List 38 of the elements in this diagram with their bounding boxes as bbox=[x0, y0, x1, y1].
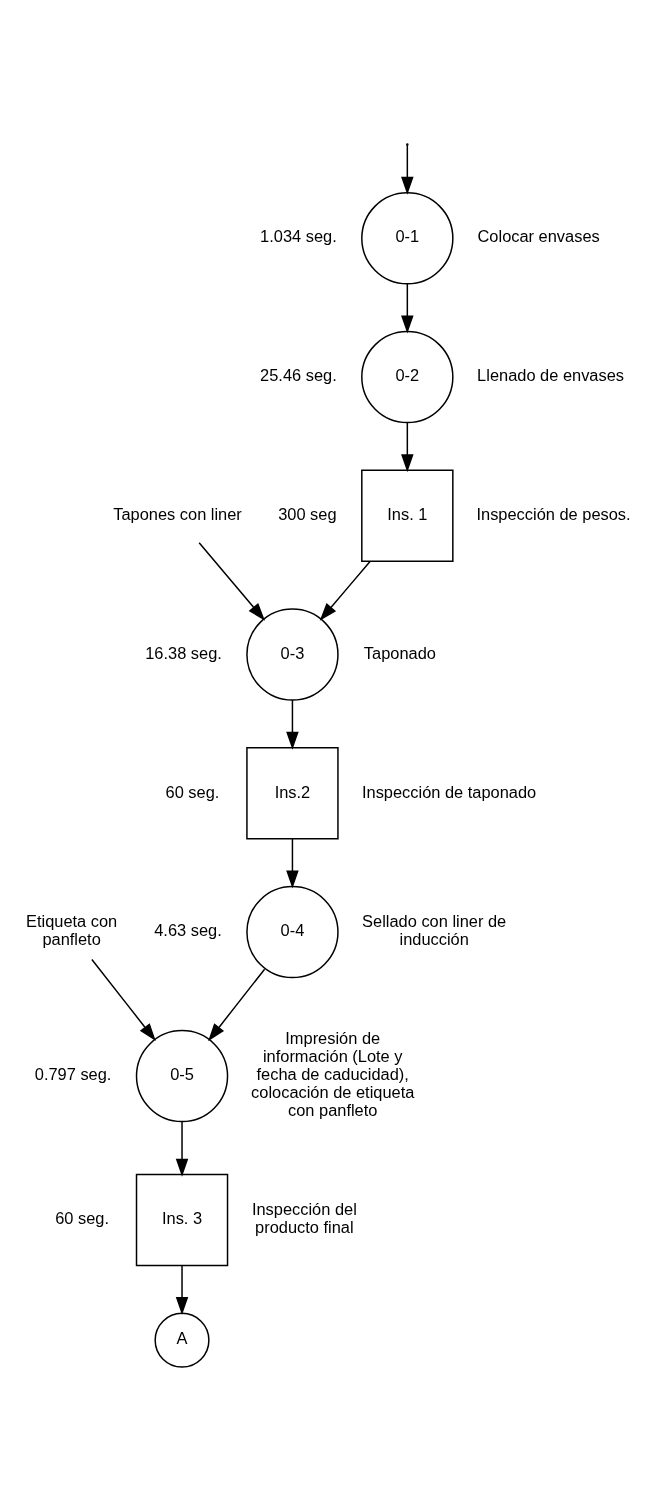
node-box: Ins. 1 bbox=[361, 469, 454, 562]
node-box: Ins.2 bbox=[246, 746, 339, 840]
arrow bbox=[91, 958, 156, 1041]
node-label: 0.797 seg. bbox=[34, 1064, 112, 1083]
node-text: Etiqueta con panfleto bbox=[26, 911, 118, 948]
node-circle: 0-2 bbox=[361, 330, 454, 423]
node-label: 60 seg. bbox=[165, 782, 220, 801]
node-label: Llenado de envases bbox=[477, 365, 624, 384]
arrow bbox=[208, 967, 266, 1041]
arrow bbox=[319, 560, 371, 621]
node-circle: 0-1 bbox=[361, 191, 454, 285]
node-label: 25.46 seg. bbox=[260, 365, 337, 384]
node-label: 60 seg. bbox=[55, 1208, 109, 1227]
arrow bbox=[198, 541, 265, 621]
node-box: Ins. 3 bbox=[135, 1173, 229, 1266]
node-label: Inspección del producto final bbox=[251, 1199, 357, 1236]
node-label: Inspección de taponado bbox=[361, 782, 537, 801]
node-text: Tapones con liner bbox=[113, 504, 242, 523]
node-circle: A bbox=[154, 1312, 210, 1368]
node-label: Taponado bbox=[363, 643, 436, 662]
arrow bbox=[286, 837, 299, 889]
node-label: Impresión de información (Lote y fecha de caducidad), colocación de etiqueta con panfleto bbox=[251, 1028, 415, 1119]
node-label: 4.63 seg. bbox=[154, 920, 222, 939]
node-label: 16.38 seg. bbox=[145, 643, 222, 662]
node-label: 1.034 seg. bbox=[260, 226, 337, 245]
node-label: Inspección de pesos. bbox=[476, 504, 631, 523]
node-label: 300 seg bbox=[278, 504, 337, 523]
arrow bbox=[175, 1264, 189, 1315]
arrow bbox=[401, 282, 414, 333]
node-circle: 0-5 bbox=[135, 1029, 229, 1122]
arrow bbox=[401, 421, 414, 472]
arrow bbox=[286, 698, 299, 750]
node-label: Sellado con liner de inducción bbox=[362, 911, 507, 948]
arrow bbox=[401, 143, 414, 195]
arrow bbox=[175, 1120, 189, 1177]
node-circle: 0-4 bbox=[246, 885, 339, 978]
node-circle: 0-3 bbox=[246, 607, 339, 701]
node-label: Colocar envases bbox=[477, 226, 600, 245]
